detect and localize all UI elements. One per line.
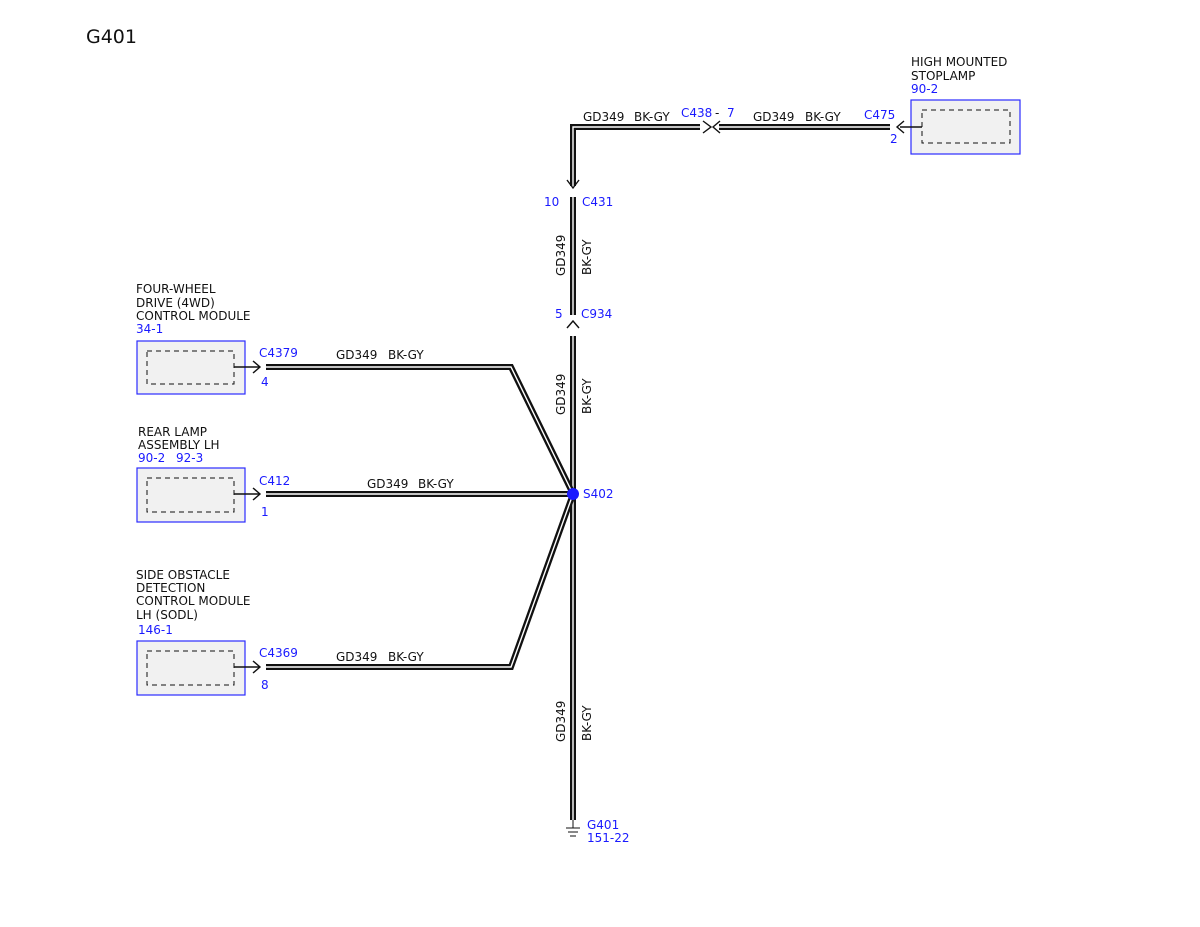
wire-color-label: BK-GY xyxy=(580,239,594,275)
component-inner-outline xyxy=(146,477,235,513)
component-name: CONTROL MODULE xyxy=(136,594,251,608)
c438-connector-label: C438 xyxy=(681,106,712,120)
component-ref: 90-2 xyxy=(911,82,938,96)
component-name: CONTROL MODULE xyxy=(136,309,251,323)
wire-circuit-label: GD349 xyxy=(367,477,408,491)
connector-label: C934 xyxy=(581,307,612,321)
wire-circuit-label: GD349 xyxy=(336,650,377,664)
component-ref: 146-1 xyxy=(138,623,173,637)
component-name: HIGH MOUNTED xyxy=(911,55,1007,69)
female-pin-icon xyxy=(711,120,721,134)
component-4wd-control-module xyxy=(136,340,262,395)
pin-number: 1 xyxy=(261,505,269,519)
male-pin-icon xyxy=(566,179,580,190)
male-pin-icon xyxy=(702,120,713,134)
c438-pin-label: 7 xyxy=(727,106,735,120)
wire-circuit-label: GD349 xyxy=(583,110,624,124)
c438-separator: - xyxy=(715,106,719,120)
component-name: ASSEMBLY LH xyxy=(138,438,220,452)
male-pin-icon xyxy=(252,360,262,374)
wire-color-label: BK-GY xyxy=(805,110,841,124)
component-high-mounted-stoplamp xyxy=(895,99,1021,155)
splice-label: S402 xyxy=(583,487,614,501)
pin-number: 5 xyxy=(555,307,563,321)
wire-circuit-label: GD349 xyxy=(336,348,377,362)
female-pin-icon xyxy=(566,319,580,329)
component-name: REAR LAMP xyxy=(138,425,207,439)
wire-sodl-branch xyxy=(266,492,576,670)
component-rear-lamp-assembly-lh xyxy=(136,467,262,523)
page-title: G401 xyxy=(86,26,137,48)
wire-4wd-branch xyxy=(266,364,576,496)
wire-stoplamp-segment-a xyxy=(570,124,700,186)
component-box xyxy=(136,467,246,523)
component-name: FOUR-WHEEL xyxy=(136,282,216,296)
ground-icon xyxy=(566,820,580,837)
component-ref: 34-1 xyxy=(136,322,163,336)
pin-number: 4 xyxy=(261,375,269,389)
wire-color-label: BK-GY xyxy=(388,650,424,664)
wire-circuit-label: GD349 xyxy=(554,374,568,415)
component-name: STOPLAMP xyxy=(911,69,975,83)
component-box xyxy=(136,640,246,696)
component-name: SIDE OBSTACLE xyxy=(136,568,230,582)
pin-number: 2 xyxy=(890,132,898,146)
connector-label: C431 xyxy=(582,195,613,209)
wire-color-label: BK-GY xyxy=(388,348,424,362)
pin-number: 8 xyxy=(261,678,269,692)
ground-ref: 151-22 xyxy=(587,831,630,845)
component-ref: 90-2 xyxy=(138,451,165,465)
connector-label: C4379 xyxy=(259,346,298,360)
component-name: LH (SODL) xyxy=(136,608,198,622)
wire-color-label: BK-GY xyxy=(580,705,594,741)
connector-label: C475 xyxy=(864,108,895,122)
component-box xyxy=(910,99,1021,155)
wire-circuit-label: GD349 xyxy=(753,110,794,124)
connector-label: C412 xyxy=(259,474,290,488)
c438-connector-symbol xyxy=(702,120,721,134)
component-inner-outline xyxy=(146,650,235,686)
component-sodl xyxy=(136,640,262,696)
ground-label: G401 xyxy=(587,818,619,832)
wire-circuit-label: GD349 xyxy=(554,235,568,276)
pin-number: 10 xyxy=(544,195,559,209)
wire-network xyxy=(266,124,890,820)
female-pin-icon xyxy=(895,120,905,134)
component-name: DRIVE (4WD) xyxy=(136,296,215,310)
wire-color-label: BK-GY xyxy=(418,477,454,491)
splice-dot xyxy=(567,488,579,500)
component-name: DETECTION xyxy=(136,581,205,595)
male-pin-icon xyxy=(252,660,262,674)
wire-color-label: BK-GY xyxy=(580,378,594,414)
male-pin-icon xyxy=(252,487,262,501)
component-ref: 92-3 xyxy=(176,451,203,465)
wire-color-label: BK-GY xyxy=(634,110,670,124)
component-box xyxy=(136,340,246,395)
connector-label: C4369 xyxy=(259,646,298,660)
wire-circuit-label: GD349 xyxy=(554,701,568,742)
